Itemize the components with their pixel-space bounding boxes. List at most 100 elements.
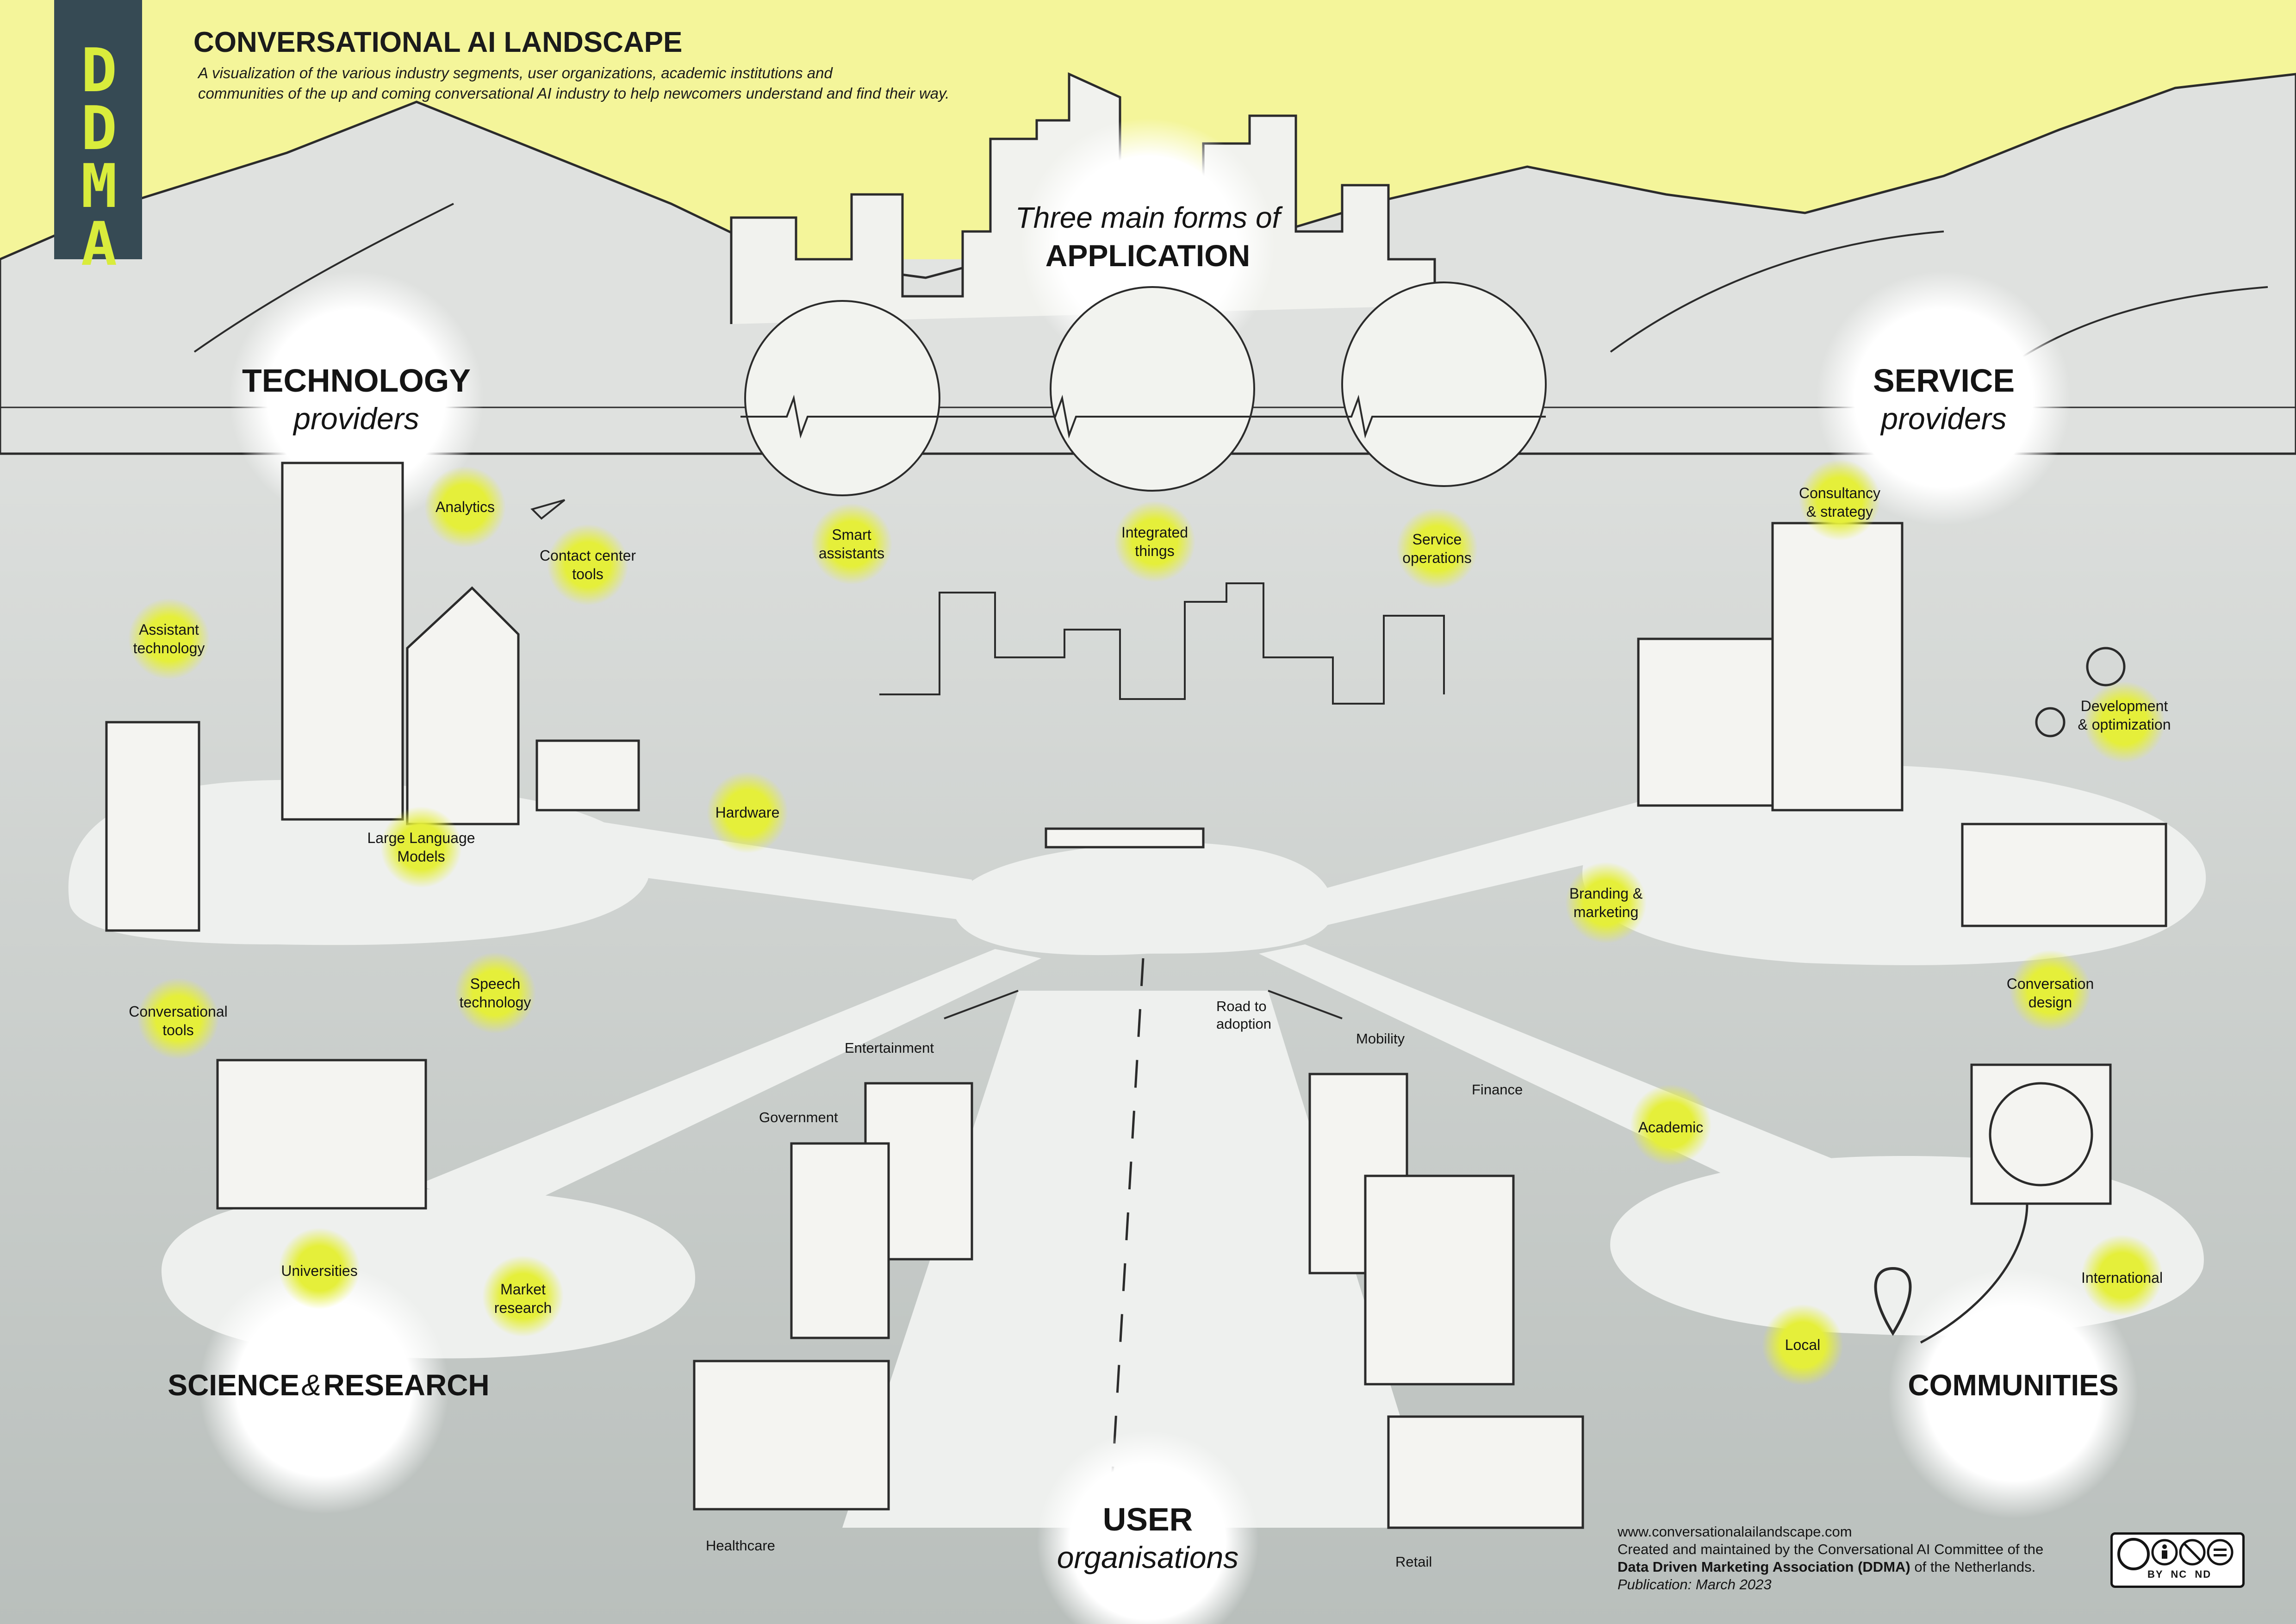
marker-speech <box>454 952 536 1034</box>
marker-contact-center <box>547 524 628 606</box>
halo-user <box>1037 1430 1259 1624</box>
road-to-technology <box>555 815 972 921</box>
segment-healthcare: Healthcare <box>706 1537 775 1554</box>
footer-line-2: Created and maintained by the Conversati… <box>1618 1541 2044 1557</box>
science-hub-title: SCIENCE & RESEARCH <box>139 1366 518 1405</box>
building-service-block <box>1637 637 1774 807</box>
label-universities: Universities <box>281 1262 358 1279</box>
marker-assistant-tech <box>128 598 210 680</box>
application-title-line-2: APPLICATION <box>1045 238 1251 273</box>
communities-title: COMMUNITIES <box>1908 1368 2119 1402</box>
service-hub-title: SERVICE providers <box>1805 361 2083 437</box>
license-label: BY NC ND <box>2147 1568 2212 1580</box>
vignette-smart-assistants <box>744 300 940 496</box>
building-tech-tall <box>105 721 200 932</box>
marker-market-research <box>482 1255 564 1337</box>
building-healthcare <box>693 1360 890 1511</box>
paper-plane-icon <box>530 499 566 520</box>
building-government <box>790 1142 890 1339</box>
marker-consultancy <box>1799 459 1880 541</box>
building-finance <box>1364 1174 1515 1386</box>
label-branding-marketing: Branding & marketing <box>1569 885 1643 920</box>
marker-service-ops <box>1396 508 1478 589</box>
label-analytics: Analytics <box>435 499 495 515</box>
footer-credits: www.conversationalailandscape.com Create… <box>1618 1523 2043 1593</box>
technology-subtitle: providers <box>293 401 419 436</box>
service-title: SERVICE <box>1873 362 2015 399</box>
technology-title: TECHNOLOGY <box>242 362 471 399</box>
label-smart-assistants: Smart assistants <box>818 526 885 562</box>
road-to-users <box>842 991 1435 1528</box>
building-service-studio <box>1961 823 2167 927</box>
page-title: CONVERSATIONAL AI LANDSCAPE <box>193 26 683 58</box>
service-subtitle: providers <box>1881 401 2007 436</box>
user-hub-title: USER organisations <box>1009 1500 1287 1576</box>
marker-llm <box>380 806 462 888</box>
communities-hub-title: COMMUNITIES <box>1851 1366 2175 1405</box>
segment-entertainment: Entertainment <box>845 1040 934 1056</box>
marker-international <box>2081 1235 2163 1316</box>
marker-academic <box>1630 1084 1711 1166</box>
halo-science <box>199 1264 449 1514</box>
label-speech-technology: Speech technology <box>459 975 531 1011</box>
footer-publication: Publication: March 2023 <box>1618 1576 1772 1593</box>
label-local: Local <box>1785 1337 1821 1353</box>
science-title-amp: & <box>301 1368 322 1402</box>
application-hub-title: Three main forms of APPLICATION <box>963 199 1333 275</box>
label-development-optimization: Development & optimization <box>2078 698 2171 733</box>
marker-conv-tools <box>137 978 219 1059</box>
label-consultancy-strategy: Consultancy & strategy <box>1798 485 1881 520</box>
vignette-service-operations <box>1341 281 1547 487</box>
label-large-language-models: Large Language Models <box>367 830 475 865</box>
halo-communities <box>1888 1268 2138 1518</box>
vignette-integrated-things <box>1050 286 1255 492</box>
cc-icon <box>2117 1538 2150 1570</box>
science-title-part1: SCIENCE <box>168 1368 299 1402</box>
label-service-operations: Service operations <box>1402 531 1472 566</box>
label-integrated-things: Integrated things <box>1121 524 1188 559</box>
marker-hardware <box>707 772 788 853</box>
footer-line-3: Data Driven Marketing Association (DDMA)… <box>1618 1558 2043 1576</box>
subtitle-line-2: communities of the up and coming convers… <box>198 85 950 102</box>
building-hardware-shop <box>535 739 640 812</box>
label-academic: Academic <box>1638 1119 1704 1136</box>
marker-integrated-things <box>1114 501 1195 582</box>
application-title-line-1: Three main forms of <box>1015 201 1281 234</box>
marker-smart-assistants <box>811 503 892 585</box>
segment-government: Government <box>759 1109 838 1125</box>
label-road-to-adoption: Road to adoption <box>1216 998 1271 1032</box>
building-service-tower <box>1771 522 1904 812</box>
label-international: International <box>2081 1269 2163 1286</box>
segment-finance: Finance <box>1472 1081 1523 1098</box>
marker-development <box>2084 681 2165 763</box>
marker-branding <box>1565 862 1647 943</box>
location-pin-icon <box>1874 1267 1912 1336</box>
segment-mobility: Mobility <box>1356 1031 1405 1047</box>
science-title-part2: RESEARCH <box>323 1368 490 1402</box>
label-hardware: Hardware <box>715 804 780 821</box>
technology-hub-title: TECHNOLOGY providers <box>218 361 495 437</box>
user-subtitle: organisations <box>1057 1540 1239 1574</box>
user-title: USER <box>1102 1501 1193 1537</box>
meeting-table <box>1045 827 1205 849</box>
building-retail <box>1387 1415 1584 1529</box>
label-assistant-technology: Assistant technology <box>133 621 205 656</box>
label-contact-center-tools: Contact center tools <box>539 547 636 582</box>
subtitle-line-1: A visualization of the various industry … <box>198 64 833 81</box>
footer-line-3-rest: of the Netherlands. <box>1910 1559 2036 1575</box>
road-to-science <box>417 949 1041 1213</box>
building-university <box>216 1059 427 1210</box>
footer-url[interactable]: www.conversationalailandscape.com <box>1618 1524 1852 1540</box>
building-tech-tower <box>281 462 404 821</box>
cc-icons <box>2117 1538 2234 1570</box>
nd-icon <box>2207 1539 2234 1566</box>
marker-analytics <box>424 466 506 548</box>
marker-conversation-design <box>2010 950 2091 1031</box>
segment-retail: Retail <box>1395 1554 1432 1570</box>
road-to-communities <box>1259 944 1898 1213</box>
label-conversational-tools: Conversational tools <box>129 1003 228 1038</box>
